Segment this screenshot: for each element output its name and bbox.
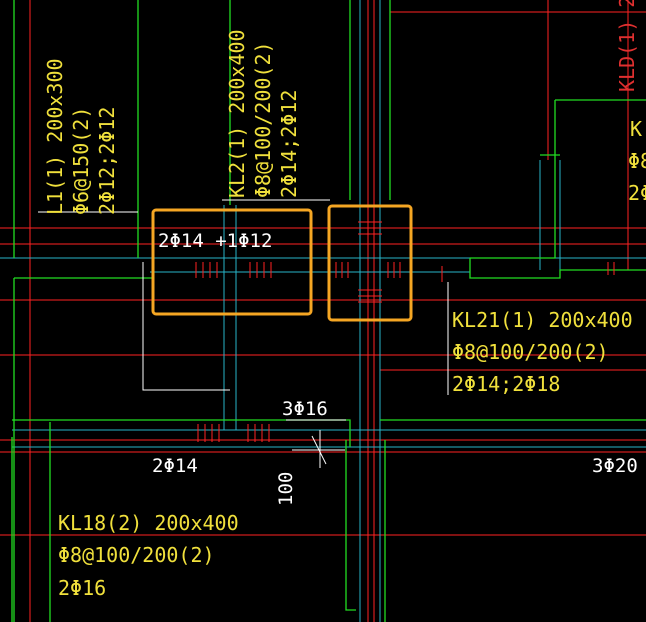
dim-100-text: 100 [275, 472, 297, 506]
label-kld: KLD(1) 20 [615, 0, 639, 92]
outline-segment [12, 419, 351, 447]
highlight-box-rebar-left [151, 208, 313, 316]
kl-partial-3: 2Φ [628, 181, 646, 205]
kl2-line1: KL2(1) 200x400 [225, 29, 249, 198]
kl18-line2: Φ8@100/200(2) [58, 543, 215, 567]
outline-segment [469, 258, 646, 279]
rebar-ticks [195, 221, 615, 442]
label-kl-partial: K Φ8 2Φ [628, 117, 646, 205]
rebar-label-3phi20: 3Φ20 [592, 455, 638, 477]
structure-outline [11, 0, 646, 622]
kl2-line2: Φ8@100/200(2) [251, 41, 275, 198]
label-l1: L1(1) 200x300 Φ6@150(2) 2Φ12;2Φ12 [43, 58, 119, 215]
kl-partial-1: K [630, 117, 642, 141]
kl2-line3: 2Φ14;2Φ12 [277, 90, 301, 198]
l1-line2: Φ6@150(2) [69, 107, 93, 215]
outline-segment [345, 440, 356, 611]
kl18-line1: KL18(2) 200x400 [58, 511, 239, 535]
label-kl21: KL21(1) 200x400 Φ8@100/200(2) 2Φ14;2Φ18 [452, 308, 633, 396]
label-kl2: KL2(1) 200x400 Φ8@100/200(2) 2Φ14;2Φ12 [225, 29, 301, 198]
leader-lines [38, 199, 449, 468]
kld-text: KLD(1) 20 [615, 0, 639, 92]
rebar-label-3phi16: 3Φ16 [282, 398, 328, 420]
dim-100-label: 100 [275, 472, 297, 506]
kl21-line2: Φ8@100/200(2) [452, 340, 609, 364]
rebar-label-top-left: 2Φ14 +1Φ12 [158, 230, 272, 252]
leader-line [142, 262, 230, 391]
outline-segment [470, 100, 556, 259]
dimension-tick [311, 435, 327, 465]
l1-line1: L1(1) 200x300 [43, 58, 67, 215]
kl21-line1: KL21(1) 200x400 [452, 308, 633, 332]
kl-partial-2: Φ8 [628, 149, 646, 173]
rebar-label-2phi14: 2Φ14 [152, 455, 198, 477]
kl21-line3: 2Φ14;2Φ18 [452, 372, 560, 396]
highlight-box-joint [327, 204, 413, 322]
l1-line3: 2Φ12;2Φ12 [95, 107, 119, 215]
label-kl18: KL18(2) 200x400 Φ8@100/200(2) 2Φ16 [58, 511, 239, 600]
kl18-line3: 2Φ16 [58, 576, 106, 600]
